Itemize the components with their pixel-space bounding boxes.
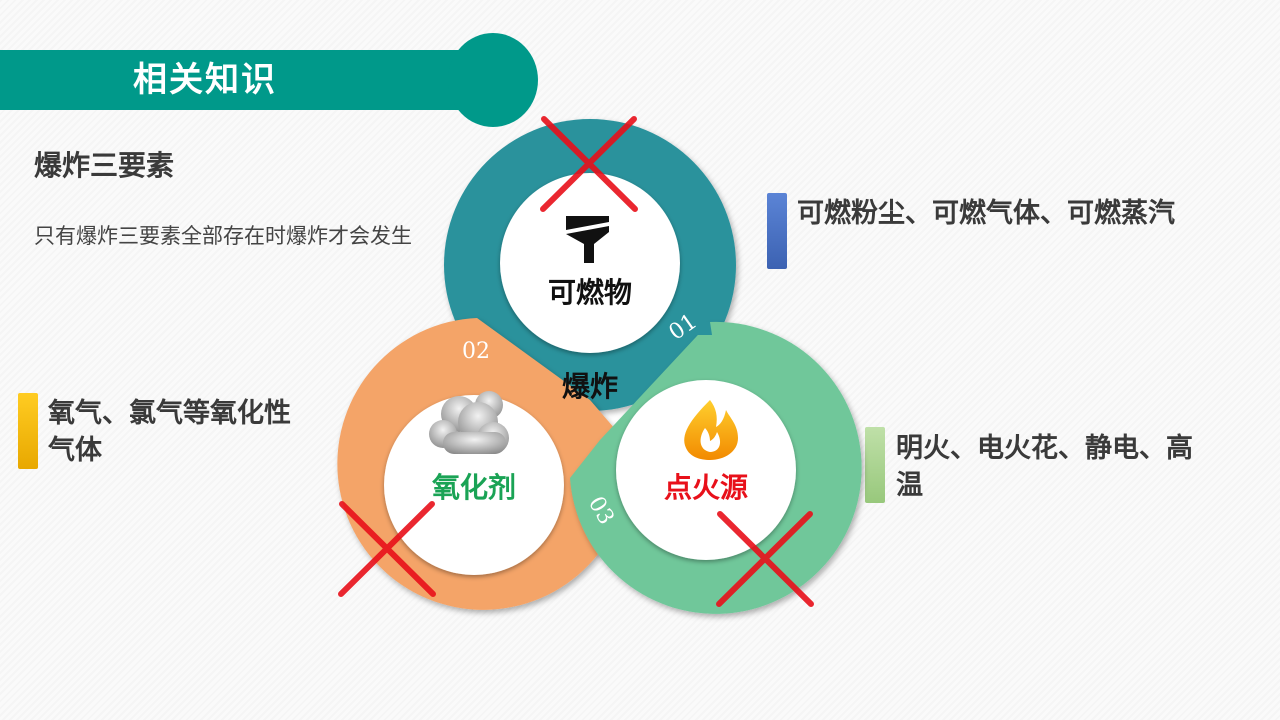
page-title: 相关知识: [133, 60, 277, 100]
cross-mark-02: [338, 501, 436, 597]
inner-circle-03: [616, 380, 796, 560]
combustible-callout: 可燃粉尘、可燃气体、可燃蒸汽: [797, 198, 1175, 229]
element-label-01: 可燃物: [548, 276, 632, 309]
header-bar: [0, 50, 500, 110]
cross-mark-03: [716, 511, 814, 607]
inner-circle-02: [384, 395, 564, 575]
center-label: 爆炸: [562, 370, 618, 403]
fire-icon: [684, 400, 738, 460]
ignition-marker: [865, 427, 885, 503]
header-circle: [448, 33, 538, 127]
combustible-marker: [767, 193, 787, 269]
element-label-03: 点火源: [664, 471, 748, 504]
ignition-callout: 明火、电火花、静电、高温: [896, 433, 1193, 501]
ring-number-02: 02: [462, 339, 490, 364]
cross-mark-01: [540, 116, 638, 212]
oxidizer-callout: 氧气、氯气等氧化性气体: [48, 398, 291, 466]
section-subtitle: 爆炸三要素: [34, 149, 175, 182]
section-description: 只有爆炸三要素全部存在时爆炸才会发生: [34, 224, 412, 248]
cloud-icon: [429, 391, 509, 454]
element-label-02: 氧化剂: [432, 471, 516, 504]
oxidizer-marker: [18, 393, 38, 469]
funnel-icon: [566, 216, 609, 263]
